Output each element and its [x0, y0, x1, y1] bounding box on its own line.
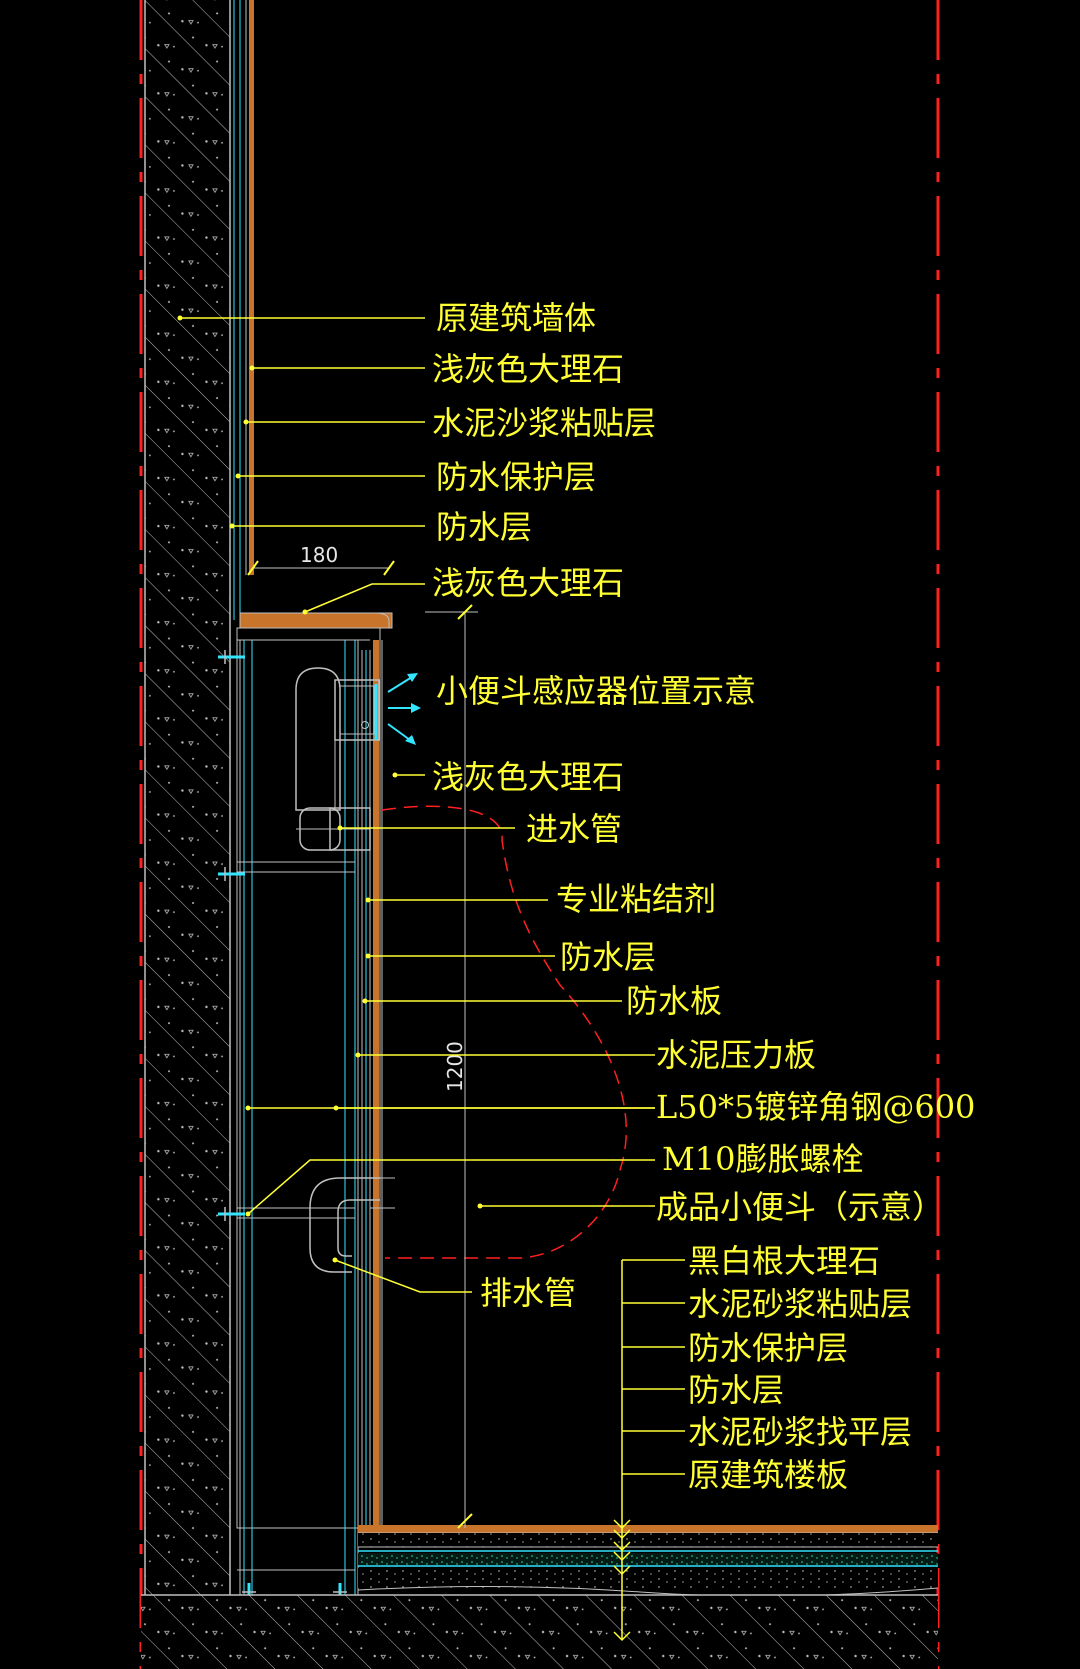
label-light-grey-marble-wall: 浅灰色大理石 [432, 758, 624, 796]
label-waterproof-protection: 防水保护层 [436, 458, 596, 496]
dimension-text-180: 180 [300, 543, 338, 567]
label-angle-steel: L50*5镀锌角钢@600 [656, 1088, 975, 1126]
dimension-180: 180 [247, 543, 395, 576]
anchor-bolt [218, 650, 245, 664]
label-original-floor-slab: 原建筑楼板 [688, 1456, 848, 1494]
floor-labels: 黑白根大理石 水泥砂浆粘贴层 防水保护层 防水层 水泥砂浆找平层 原建筑楼板 [688, 1242, 912, 1494]
label-waterproof-board: 防水板 [626, 982, 722, 1020]
label-professional-adhesive: 专业粘结剂 [556, 880, 716, 918]
dimension-1200: 1200 [425, 604, 478, 1529]
label-light-grey-marble: 浅灰色大理石 [432, 350, 624, 388]
anchor-bolt [218, 867, 245, 881]
label-floor-waterproof-protection: 防水保护层 [688, 1329, 848, 1367]
wall-finish-layers [233, 0, 254, 620]
dimension-text-1200: 1200 [443, 1041, 467, 1092]
label-cement-pressure-board: 水泥压力板 [656, 1036, 816, 1074]
floor-layers [141, 1525, 939, 1669]
wall-labels: 原建筑墙体 浅灰色大理石 水泥沙浆粘贴层 防水保护层 防水层 浅灰色大理石 小便… [432, 299, 975, 1312]
drawing-frame [139, 0, 940, 1669]
label-finished-urinal: 成品小便斗（示意） [656, 1188, 944, 1226]
steel-frame [236, 627, 381, 1601]
label-floor-mortar-bond: 水泥砂浆粘贴层 [688, 1285, 912, 1323]
urinal-outline [381, 805, 627, 1259]
marble-sill [239, 612, 393, 629]
existing-wall [144, 0, 231, 1669]
label-sensor-position: 小便斗感应器位置示意 [436, 672, 756, 710]
floor-leader [613, 1259, 685, 1642]
label-drain-pipe: 排水管 [480, 1274, 576, 1312]
label-black-white-marble: 黑白根大理石 [688, 1242, 880, 1280]
label-original-wall: 原建筑墙体 [436, 299, 596, 337]
label-waterproof-layer: 防水层 [436, 508, 532, 546]
label-floor-waterproof-layer: 防水层 [688, 1371, 784, 1409]
label-expansion-bolt: M10膨胀螺栓 [662, 1140, 864, 1178]
cladding-layers [361, 640, 383, 1525]
drain-pipe [309, 1177, 395, 1273]
label-light-grey-marble-sill: 浅灰色大理石 [432, 564, 624, 602]
leader-lines [177, 315, 655, 1293]
water-supply-pipe [295, 667, 371, 851]
label-waterproof-layer-2: 防水层 [560, 938, 656, 976]
sensor-signal-arrows [387, 673, 421, 745]
sensor-box [334, 679, 380, 808]
label-floor-leveling-layer: 水泥砂浆找平层 [688, 1413, 912, 1451]
label-water-inlet-pipe: 进水管 [526, 810, 622, 848]
anchor-bolt [218, 1207, 245, 1221]
label-cement-mortar-bond: 水泥沙浆粘贴层 [432, 404, 656, 442]
